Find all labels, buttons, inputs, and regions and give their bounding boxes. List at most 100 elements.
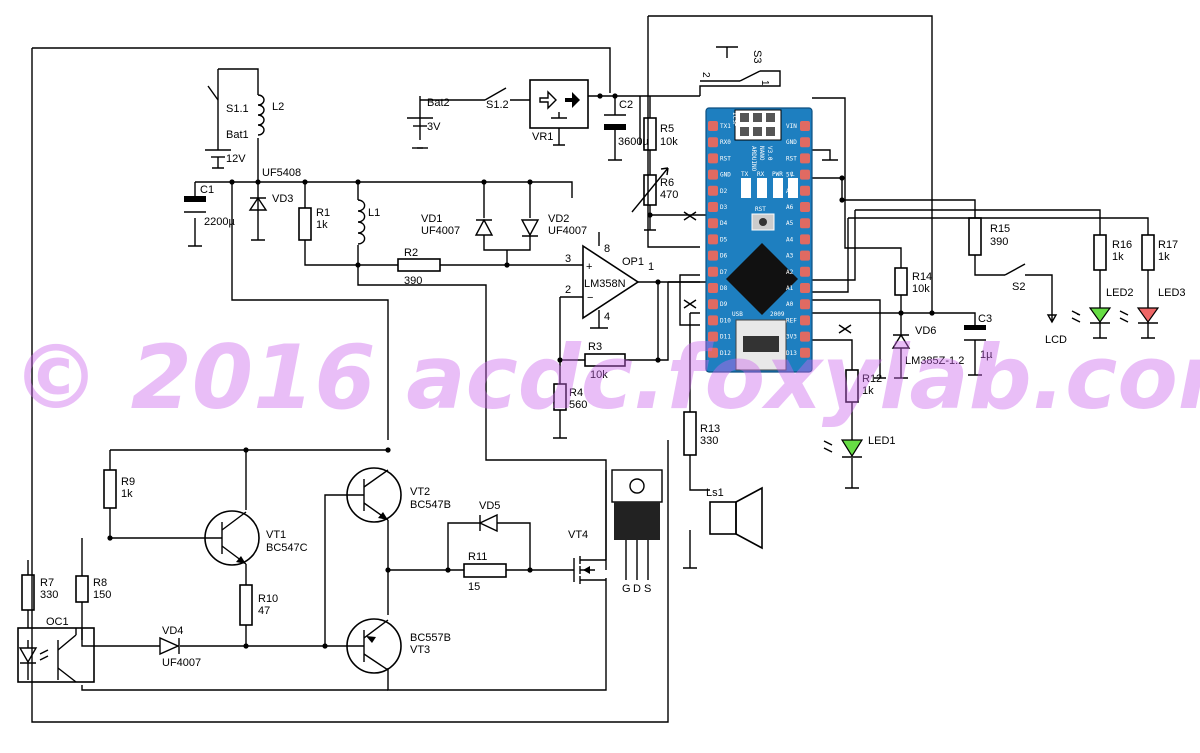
header-pin-label-right-14: D13	[786, 350, 797, 357]
header-pin-label-right-11: A0	[786, 301, 794, 308]
label-r14: R14	[912, 271, 932, 283]
label-r11-value: 15	[468, 581, 480, 593]
label-r16-value: 1k	[1112, 251, 1124, 263]
header-pad-right-3	[800, 169, 810, 180]
label-s2: S2	[1012, 281, 1025, 293]
diode-vd6: VD6 LM385Z-1.2	[891, 325, 964, 367]
header-pad-left-8	[708, 250, 718, 261]
header-pin-label-left-13: D11	[720, 334, 731, 341]
label-lm385: LM385Z-1.2	[905, 355, 964, 367]
label-r9-value: 1k	[121, 488, 133, 500]
label-gate: G	[622, 583, 631, 595]
label-c3: C3	[978, 313, 992, 325]
resistor-r2: R2 390	[397, 247, 441, 287]
header-pad-right-8	[800, 250, 810, 261]
board-model: NANO	[758, 146, 765, 161]
label-r4: R4	[569, 387, 583, 399]
wires	[27, 15, 1155, 723]
label-r2-value: 390	[404, 275, 422, 287]
label-r15: R15	[990, 223, 1010, 235]
resistor-r1: R1 1k	[298, 207, 330, 241]
label-drain: D	[633, 583, 641, 595]
label-s3-pin2: 2	[700, 72, 711, 78]
label-vt1: VT1	[266, 529, 286, 541]
led-l-label: L	[791, 171, 795, 178]
header-pin-label-right-5: A6	[786, 204, 794, 211]
header-pad-left-2	[708, 153, 718, 164]
resistor-r10: R10 47	[239, 584, 278, 626]
header-pad-right-6	[800, 218, 810, 229]
year-label: 2009	[770, 311, 785, 318]
board-version: V3.0	[766, 146, 773, 161]
opamp-plus: +	[586, 261, 592, 273]
resistor-r8: R8 150	[75, 575, 111, 603]
to220-package: G D S	[611, 469, 663, 595]
label-c2-value: 3600µ	[618, 136, 649, 148]
header-pin-label-left-2: RST	[720, 155, 731, 162]
label-pin-2: 2	[565, 284, 571, 296]
header-pad-right-11	[800, 299, 810, 310]
label-c1: C1	[200, 184, 214, 196]
transistor-vt3: BC557B VT3	[346, 618, 451, 674]
header-pad-left-12	[708, 315, 718, 326]
label-r3-value: 10k	[590, 369, 608, 381]
led-tx-label: TX	[741, 171, 749, 178]
label-vd2: VD2	[548, 213, 569, 225]
label-vr1: VR1	[532, 131, 553, 143]
label-r12: R12	[862, 373, 882, 385]
transistor-vt2: VT2 BC547B	[346, 467, 451, 523]
label-l2: L2	[272, 101, 284, 113]
header-pad-left-7	[708, 234, 718, 245]
led-rx-label: RX	[757, 171, 765, 178]
header-pad-left-13	[708, 331, 718, 342]
label-vd2-type: UF4007	[548, 225, 587, 237]
label-vd3: VD3	[272, 193, 293, 205]
label-r15-value: 390	[990, 236, 1008, 248]
label-oc1: OC1	[46, 616, 69, 628]
header-pin-label-left-3: GND	[720, 172, 731, 179]
header-pin-label-left-5: D3	[720, 204, 728, 211]
label-led3: LED3	[1158, 287, 1186, 299]
label-r8: R8	[93, 577, 107, 589]
header-pad-left-6	[708, 218, 718, 229]
icsp-label: ICSP	[731, 112, 738, 127]
header-pin-label-left-9: D7	[720, 269, 728, 276]
header-pin-label-left-7: D5	[720, 236, 728, 243]
led-led3: LED3	[1119, 287, 1186, 324]
label-vt3: VT3	[410, 644, 430, 656]
label-c1-value: 2200µ	[204, 216, 235, 228]
header-pin-label-right-0: VIN	[786, 123, 797, 130]
label-r2: R2	[404, 247, 418, 259]
resistor-r17: R17 1k	[1141, 234, 1178, 271]
label-op1: OP1	[622, 256, 644, 268]
label-source: S	[644, 583, 651, 595]
label-vt3-type: BC557B	[410, 632, 451, 644]
header-pad-left-3	[708, 169, 718, 180]
label-r12-value: 1k	[862, 385, 874, 397]
label-r16: R16	[1112, 239, 1132, 251]
header-pin-label-left-8: D6	[720, 253, 728, 260]
header-pad-right-5	[800, 202, 810, 212]
transistor-vt1: VT1 BC547C	[204, 510, 308, 566]
battery-bat2: Bat2 3V	[407, 97, 450, 149]
header-pad-left-14	[708, 347, 718, 358]
capacitor-c1: C1 2200µ	[184, 184, 235, 228]
label-vd1: VD1	[421, 213, 442, 225]
header-pin-label-right-9: A2	[786, 269, 794, 276]
header-pad-left-10	[708, 283, 718, 293]
switch-s3: S3 2 1	[700, 50, 770, 86]
header-pad-left-1	[708, 137, 718, 148]
label-pin-4: 4	[604, 311, 610, 323]
label-led2: LED2	[1106, 287, 1134, 299]
header-pad-right-13	[800, 331, 810, 342]
label-r17: R17	[1158, 239, 1178, 251]
header-pin-label-right-7: A4	[786, 236, 794, 243]
diode-vd3: VD3	[248, 193, 293, 211]
led-pwr-label: PWR	[772, 171, 783, 178]
header-pad-right-4	[800, 185, 810, 196]
label-r1: R1	[316, 207, 330, 219]
label-12v: 12V	[226, 153, 246, 165]
speaker-ls1: Ls1	[706, 486, 763, 550]
label-r17-value: 1k	[1158, 251, 1170, 263]
